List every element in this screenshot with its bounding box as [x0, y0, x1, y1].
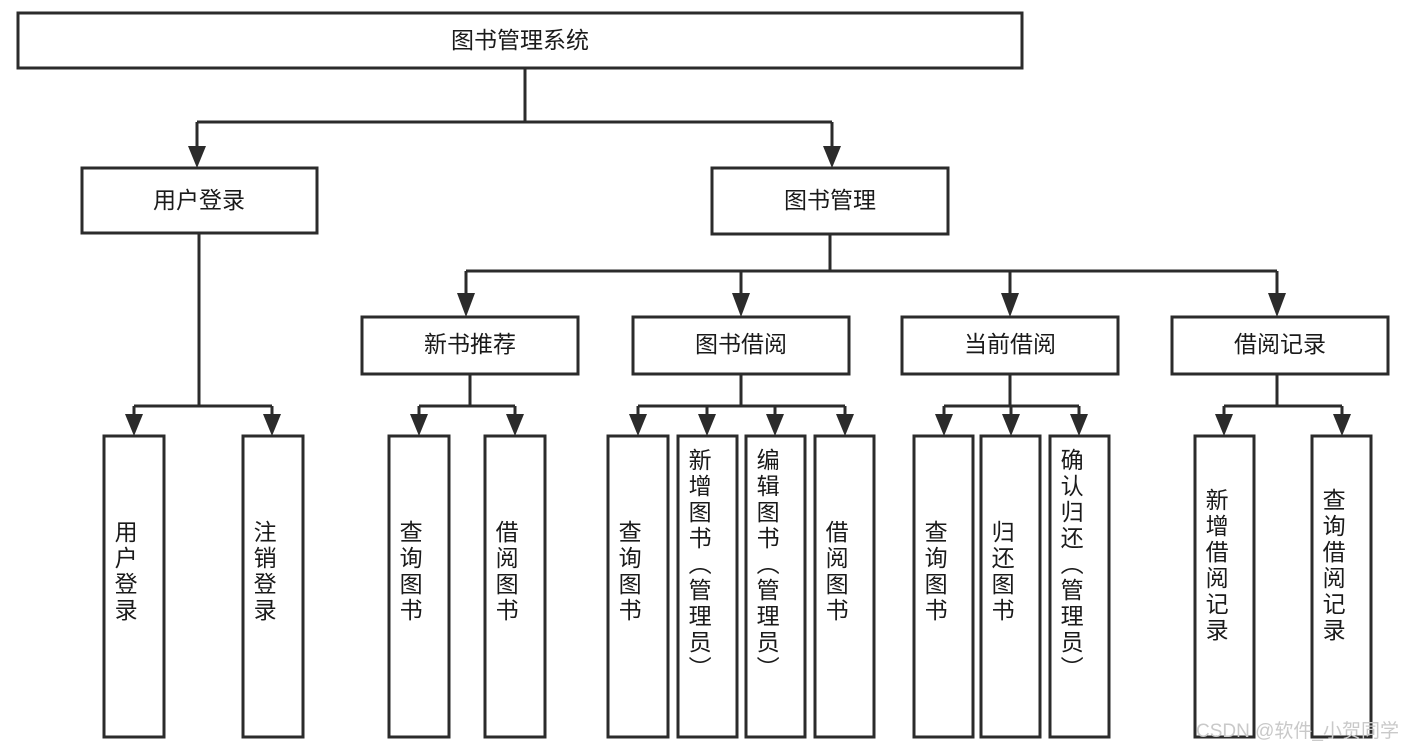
- leaf-box-confirm-return-admin[interactable]: [1048, 434, 1111, 739]
- leaf-box-logout[interactable]: [241, 434, 305, 739]
- leaf-box-edit-book-admin[interactable]: [744, 434, 807, 739]
- leaf-box-return-book[interactable]: [979, 434, 1042, 739]
- node-book-management-label: 图书管理: [784, 187, 876, 213]
- connector-level2-to-level3: [457, 234, 1286, 317]
- node-book-management[interactable]: 图书管理: [710, 166, 950, 236]
- node-root[interactable]: 图书管理系统: [16, 11, 1024, 70]
- leaf-box-query-book-1[interactable]: [387, 434, 451, 739]
- node-current-borrow-label: 当前借阅: [964, 331, 1056, 357]
- connector-root-to-level2: [188, 68, 841, 168]
- leaf-box-borrow-book-1[interactable]: [483, 434, 547, 739]
- watermark-label: CSDN @软件_小贺同学: [1196, 721, 1399, 742]
- connector-current-borrow-to-leaves: [935, 374, 1088, 436]
- connector-borrow-record-to-leaves: [1215, 374, 1351, 436]
- node-new-book-recommend-label: 新书推荐: [424, 331, 516, 357]
- leaf-box-add-borrow-record[interactable]: [1193, 434, 1256, 739]
- leaf-box-query-book-2[interactable]: [606, 434, 670, 739]
- node-root-box[interactable]: [16, 11, 1024, 70]
- leaf-box-query-borrow-record[interactable]: [1310, 434, 1373, 739]
- connector-book-borrow-to-leaves: [629, 374, 854, 436]
- node-root-label: 图书管理系统: [451, 27, 589, 53]
- leaf-box-user-login[interactable]: [102, 434, 166, 739]
- node-book-borrow-box[interactable]: [631, 315, 851, 376]
- connector-new-book-to-leaves: [410, 374, 524, 436]
- connector-user-login-to-leaves: [125, 233, 281, 436]
- leaf-box-borrow-book-2[interactable]: [813, 434, 876, 739]
- node-user-login-box[interactable]: [80, 166, 319, 235]
- node-borrow-record-label: 借阅记录: [1234, 331, 1326, 357]
- node-book-borrow-label: 图书借阅: [695, 331, 787, 357]
- node-current-borrow[interactable]: 当前借阅: [900, 315, 1120, 376]
- leaf-boxes: [102, 434, 1373, 739]
- node-book-borrow[interactable]: 图书借阅: [631, 315, 851, 376]
- leaf-box-query-book-3[interactable]: [912, 434, 975, 739]
- node-user-login[interactable]: 用户登录: [80, 166, 319, 235]
- node-book-management-box[interactable]: [710, 166, 950, 236]
- node-user-login-label: 用户登录: [153, 187, 245, 213]
- node-current-borrow-box[interactable]: [900, 315, 1120, 376]
- leaf-box-add-book-admin[interactable]: [676, 434, 739, 739]
- node-new-book-recommend-box[interactable]: [360, 315, 580, 376]
- node-new-book-recommend[interactable]: 新书推荐: [360, 315, 580, 376]
- node-borrow-record-box[interactable]: [1170, 315, 1390, 376]
- node-borrow-record[interactable]: 借阅记录: [1170, 315, 1390, 376]
